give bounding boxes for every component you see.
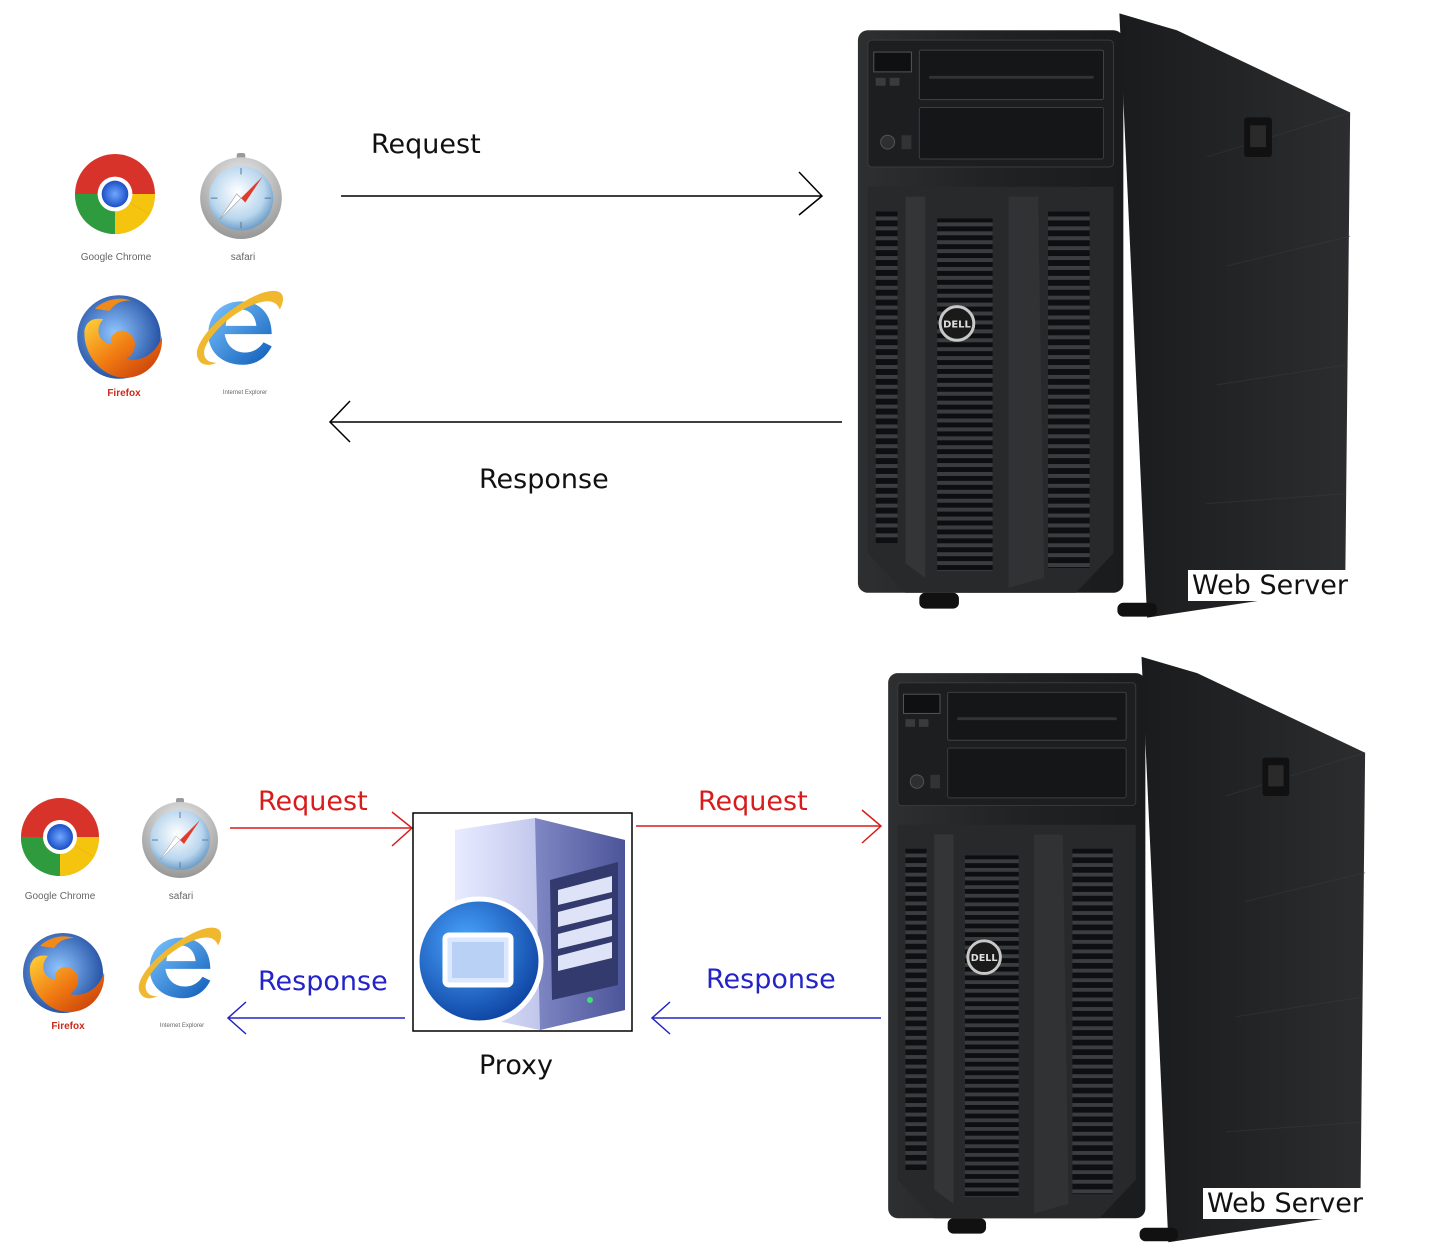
chrome-icon [75,154,155,234]
bottom-response-label-2: Response [706,964,836,995]
top-request-arrow [341,171,824,216]
bottom-request-label-2: Request [698,786,808,817]
proxy-server-icon [412,812,633,1032]
bottom-chrome-caption: Google Chrome [24,891,96,902]
bottom-firefox-caption: Firefox [51,1021,85,1032]
bottom-response-arrow-2 [650,1001,881,1035]
bottom-response-arrow-1 [226,1001,405,1035]
proxy-label: Proxy [479,1050,553,1081]
firefox-icon [23,933,105,1013]
internet-explorer-icon [138,927,222,999]
firefox-icon [77,295,163,379]
top-web-server-label: Web Server [1188,570,1352,601]
top-safari-caption: safari [230,252,256,263]
top-browsers [75,153,284,379]
top-response-arrow [328,400,842,443]
top-response-label: Response [479,464,609,495]
bottom-ie-caption: Internet Explorer [159,1023,205,1029]
bottom-response-label-1: Response [258,966,388,997]
bottom-request-arrow-1 [230,811,414,847]
top-request-label: Request [371,129,481,160]
bottom-request-arrow-2 [636,809,883,844]
top-web-server-icon [856,11,1352,620]
chrome-icon [20,798,100,877]
bottom-browsers [20,797,222,1013]
bottom-request-label-1: Request [258,786,368,817]
bottom-web-server-icon [886,655,1367,1244]
top-firefox-caption: Firefox [107,388,141,399]
safari-icon [199,153,283,239]
bottom-web-server-label: Web Server [1203,1188,1367,1219]
top-ie-caption: Internet Explorer [222,390,268,396]
top-chrome-caption: Google Chrome [80,252,152,263]
safari-icon [141,797,219,879]
bottom-safari-caption: safari [168,891,194,902]
internet-explorer-icon [196,290,284,365]
